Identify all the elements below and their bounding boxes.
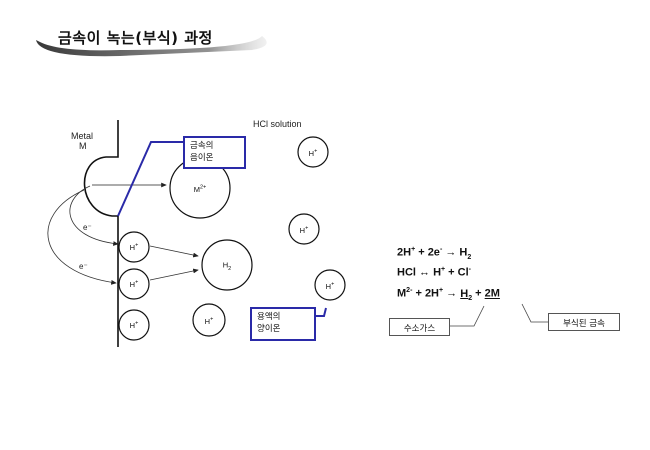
title-swoosh	[36, 36, 267, 57]
electron-label-bottom: e⁻	[79, 262, 88, 271]
metal-symbol-label: M	[79, 141, 87, 151]
h-ion-label: H+	[129, 320, 139, 330]
equation-cathodic: 2H+ + 2e- → H2	[397, 246, 472, 261]
h2-molecule-circle	[201, 239, 253, 291]
h-ion-circle	[314, 269, 346, 301]
solution-callout-pointer	[316, 307, 327, 317]
metal-cation-callout: 금속의 음이온	[183, 136, 246, 169]
solution-label: HCl solution	[253, 119, 302, 129]
equation-overall: M2- + 2H+ → H2 + 2M	[397, 287, 500, 302]
solution-cation-callout: 용액의 양이온	[250, 307, 316, 341]
h-ion-circle	[192, 303, 226, 337]
equation-dissociation: HCl ↔ H+ + Cl-	[397, 266, 472, 279]
hydrogen-gas-pointer	[450, 305, 485, 327]
metal-ion-label: M2+	[193, 184, 207, 194]
electron-path-top	[69, 185, 119, 246]
electron-label-top: e⁻	[83, 223, 92, 232]
callout-line: 용액의	[257, 312, 281, 322]
metal-label: Metal	[71, 131, 94, 141]
h-ion-circle	[118, 268, 150, 300]
callout-line: 양이온	[257, 324, 281, 334]
page-title: 금속이 녹는(부식) 과정	[58, 29, 213, 47]
h-ion-label: H+	[308, 148, 318, 158]
h-ion-circle	[118, 231, 150, 263]
h-ion-label: H+	[204, 316, 214, 326]
h-ion-label: H+	[299, 225, 309, 235]
h-ion-circle	[288, 213, 320, 245]
corroded-metal-pointer	[521, 303, 548, 323]
h-ion-circle	[118, 309, 150, 341]
metal-callout-pointer	[117, 141, 183, 217]
h-ion-label: H+	[129, 242, 139, 252]
callout-line: 음이온	[190, 153, 214, 163]
h-ion-circle	[297, 136, 329, 168]
hydrogen-gas-callout: 수소가스	[389, 318, 450, 336]
h2-molecule-label: H2	[222, 260, 232, 272]
h-ion-label: H+	[325, 281, 335, 291]
metal-electrode	[83, 120, 119, 347]
h-ion-label: H+	[129, 279, 139, 289]
electron-path-bottom	[47, 189, 117, 285]
corroded-metal-callout: 부식된 금속	[548, 313, 620, 331]
h-to-h2-arrow-2	[149, 268, 199, 281]
h-to-h2-arrow-1	[149, 245, 199, 258]
callout-line: 금속의	[190, 141, 214, 151]
